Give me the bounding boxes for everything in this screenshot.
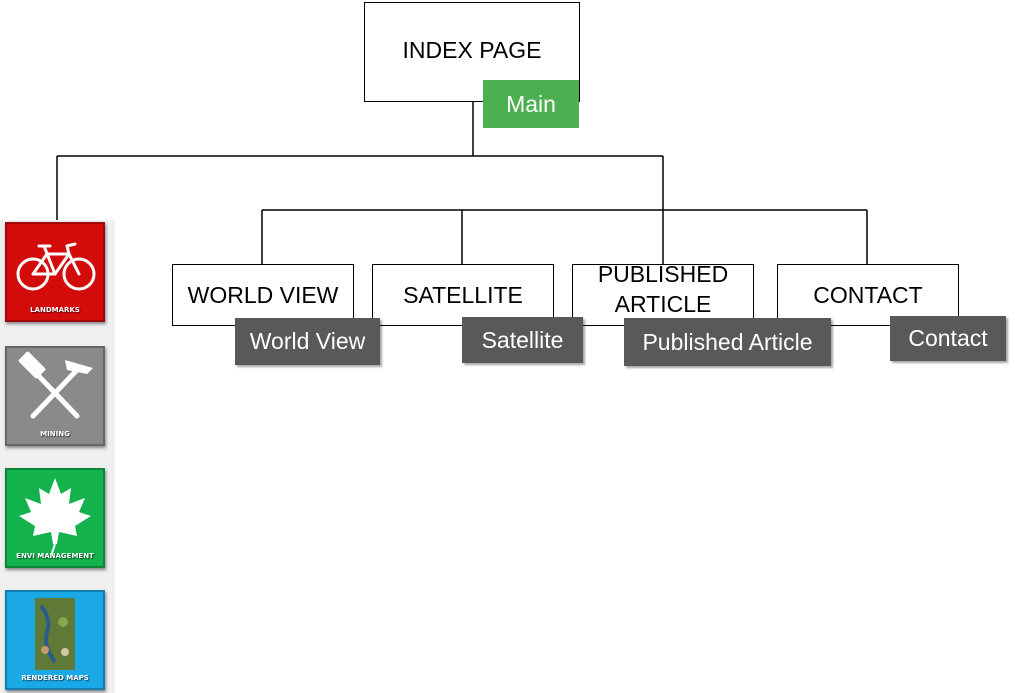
contact-node: CONTACT <box>777 264 959 326</box>
satellite-label: SATELLITE <box>403 282 523 308</box>
sidebar-tile-rendered-maps[interactable]: RENDERED MAPS <box>5 590 105 690</box>
published-article-button[interactable]: Published Article <box>624 318 831 366</box>
index-page-label: INDEX PAGE <box>402 37 542 63</box>
sidebar-tile-label: RENDERED MAPS <box>21 674 89 682</box>
maple-leaf-icon <box>19 478 91 554</box>
sidebar: LANDMARKS MINING ENVI MANAGEMENT RENDERE… <box>0 220 115 693</box>
published-article-node: PUBLISHED ARTICLE <box>572 261 754 326</box>
sidebar-tile-mining[interactable]: MINING <box>5 346 105 446</box>
world-view-button[interactable]: World View <box>235 318 380 365</box>
sidebar-tile-label: MINING <box>40 430 70 438</box>
sidebar-tile-envi-management[interactable]: ENVI MANAGEMENT <box>5 468 105 568</box>
sidebar-tile-label: ENVI MANAGEMENT <box>16 552 94 560</box>
world-view-node: WORLD VIEW <box>172 264 354 326</box>
world-view-label: WORLD VIEW <box>187 282 339 308</box>
satellite-map-icon <box>35 598 75 670</box>
contact-label: CONTACT <box>813 282 923 308</box>
satellite-node: SATELLITE <box>372 264 554 326</box>
contact-button[interactable]: Contact <box>890 316 1006 361</box>
published-article-label: PUBLISHED ARTICLE <box>597 261 729 317</box>
sidebar-tile-landmarks[interactable]: LANDMARKS <box>5 222 105 322</box>
main-tag[interactable]: Main <box>483 80 579 128</box>
satellite-button[interactable]: Satellite <box>462 317 583 363</box>
sidebar-tile-label: LANDMARKS <box>30 306 80 314</box>
crossed-hammers-icon <box>18 351 93 419</box>
bicycle-icon <box>16 242 96 291</box>
